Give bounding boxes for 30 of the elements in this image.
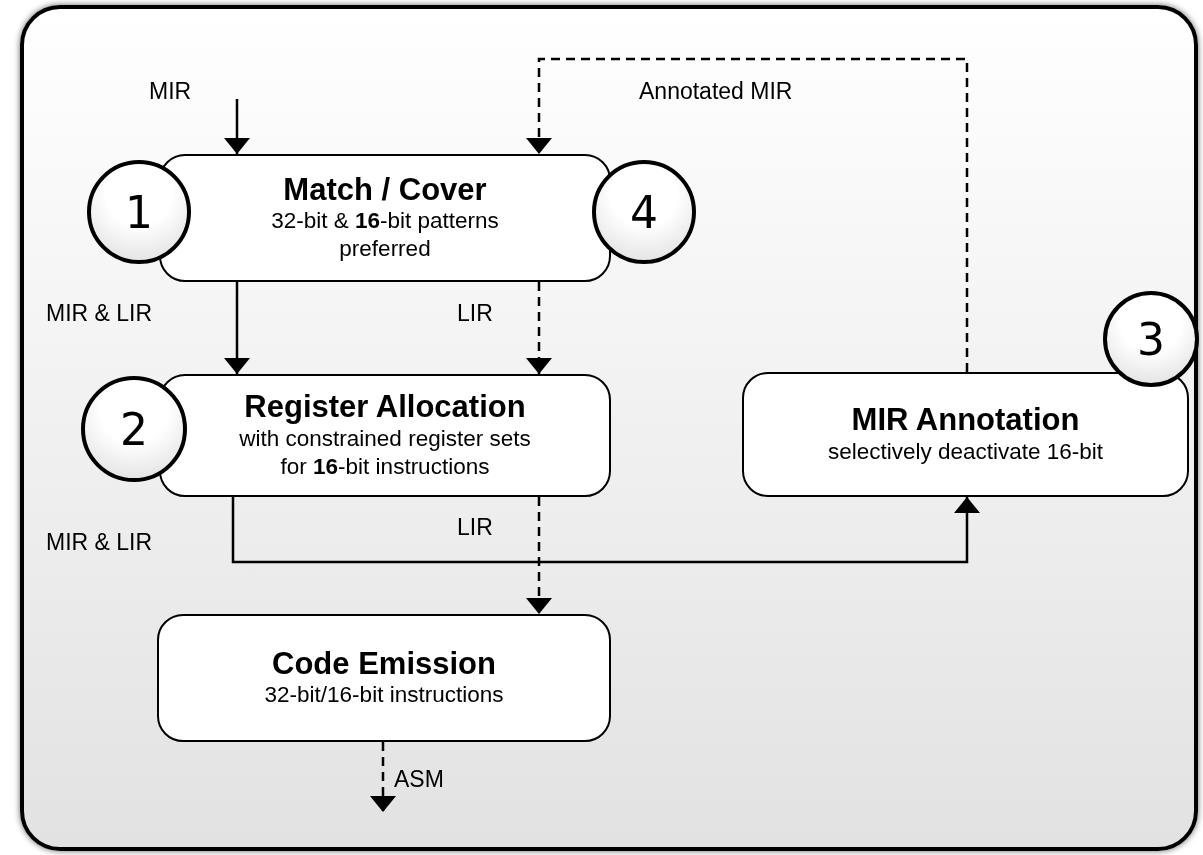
- node-description: selectively deactivate 16-bit: [827, 437, 1104, 466]
- edge-label: LIR: [457, 302, 493, 325]
- panel-background: [20, 5, 1198, 851]
- edge-label: LIR: [457, 516, 493, 539]
- node-title: MIR Annotation: [851, 403, 1080, 438]
- node-title: Register Allocation: [244, 390, 526, 425]
- node-title: Match / Cover: [283, 172, 487, 208]
- step-number: 1: [87, 160, 191, 264]
- process-box: [742, 372, 1189, 497]
- arrow: [224, 99, 250, 154]
- process-box: [159, 374, 611, 497]
- node-description: 32-bit & 16-bit patterns preferred: [270, 207, 500, 264]
- step-number: 3: [1103, 291, 1199, 387]
- node-description: with constrained register sets for 16-bit instructions: [238, 424, 532, 481]
- edge-label: MIR & LIR: [46, 531, 153, 554]
- edge-label: MIR & LIR: [46, 302, 153, 325]
- edge-label: ASM: [394, 768, 444, 791]
- arrow: [526, 57, 969, 372]
- arrow: [526, 497, 552, 614]
- node-description: 32-bit/16-bit instructions: [264, 681, 504, 710]
- arrow: [370, 742, 396, 812]
- step-number: 2: [81, 376, 187, 482]
- edge-label: MIR: [149, 80, 192, 103]
- node-title: Code Emission: [272, 646, 496, 682]
- process-box: [157, 614, 611, 742]
- arrow: [231, 497, 980, 564]
- step-number: 4: [592, 160, 696, 264]
- arrow: [224, 282, 250, 374]
- edge-label: Annotated MIR: [639, 80, 793, 103]
- arrow: [526, 282, 552, 374]
